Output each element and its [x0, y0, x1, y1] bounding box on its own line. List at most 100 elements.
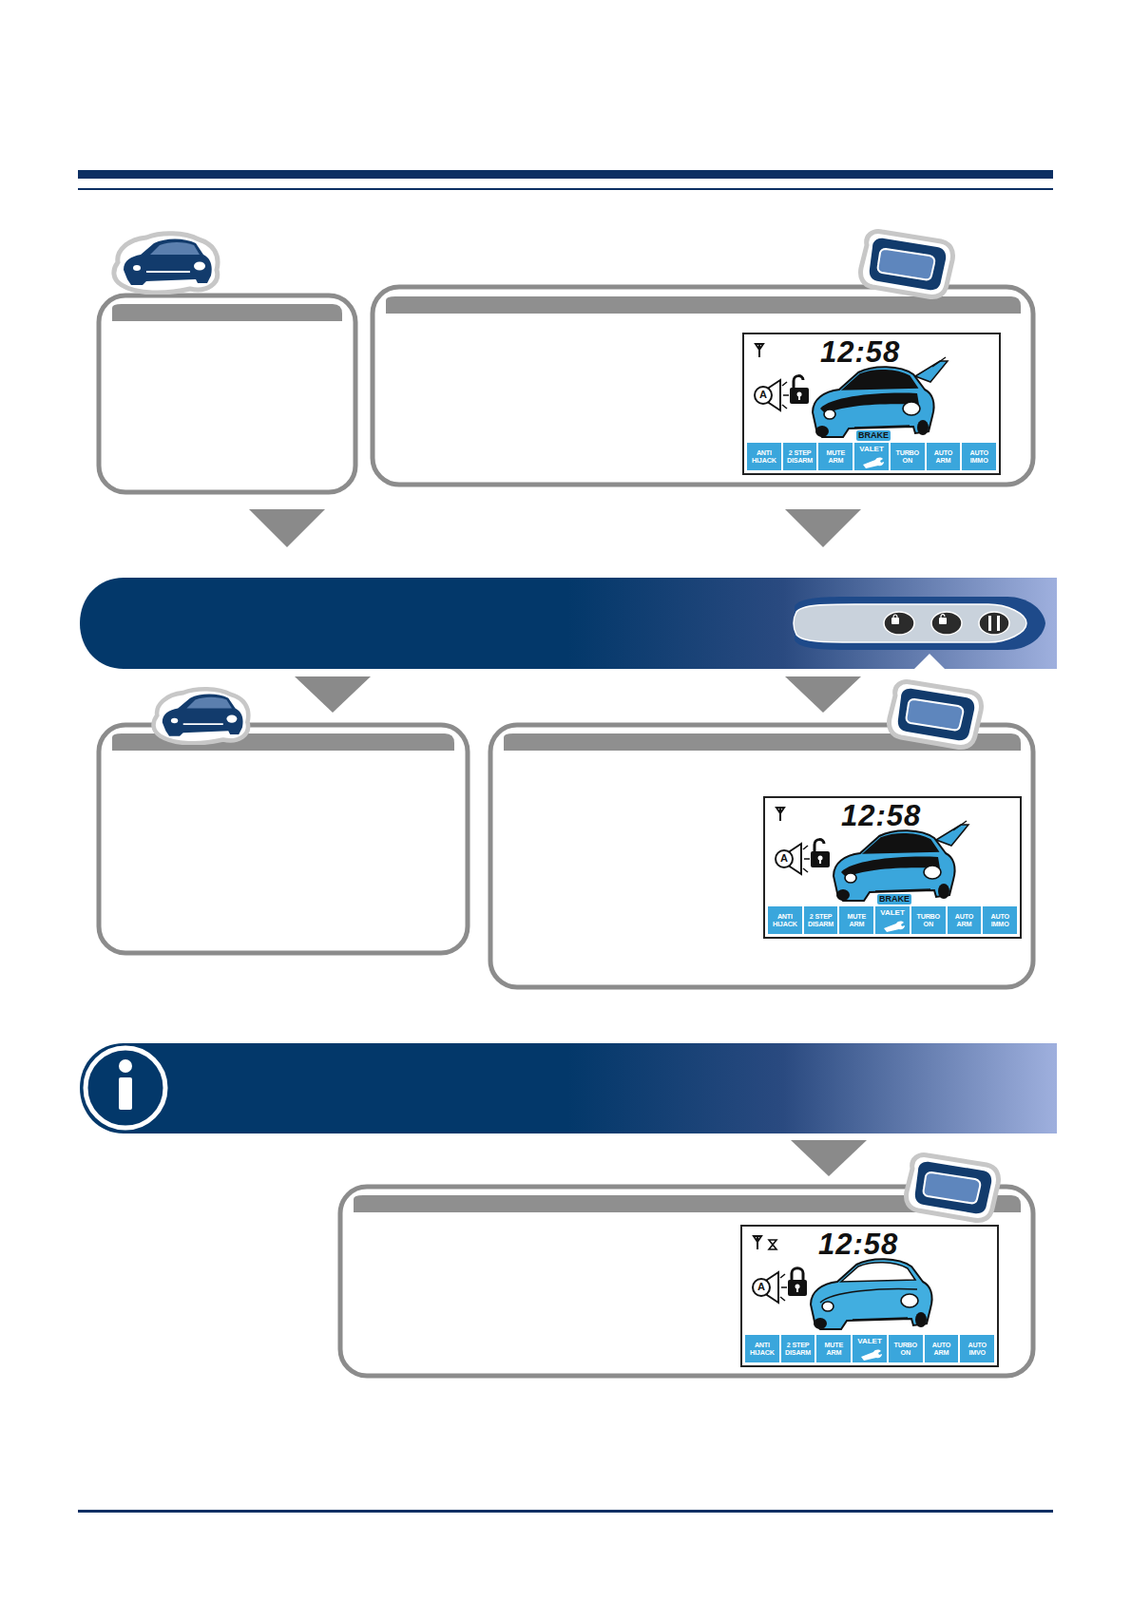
- step-panels-shape: [340, 1187, 1034, 1377]
- lcd-shape: [932, 357, 946, 367]
- lcd-shape: [810, 851, 830, 868]
- brake-indicator: BRAKE: [877, 894, 912, 905]
- status-cell: VALET: [852, 1335, 887, 1363]
- status-cell: 2 STEP DISARM: [783, 442, 818, 471]
- step-band-shape: [940, 613, 945, 618]
- info-band-shape: [85, 1048, 166, 1129]
- step-band-shape: [988, 615, 992, 632]
- status-cell: ANTI HIJACK: [747, 442, 782, 471]
- flow-arrows-shape: [790, 1140, 867, 1177]
- lcd-shape: [915, 361, 948, 383]
- step-band: [79, 577, 1057, 670]
- step-panels-shape: [98, 295, 356, 493]
- status-label: ANTI HIJACK: [767, 913, 803, 929]
- car-icons-shape: [153, 689, 250, 744]
- lcd-shape: [843, 370, 918, 390]
- status-label: VALET: [857, 1338, 882, 1347]
- lcd-shape: [810, 1259, 933, 1330]
- step-band-shape: [931, 612, 962, 635]
- lcd-shape: [764, 797, 1021, 939]
- lcd-shape: [789, 387, 809, 404]
- remote-icons-shape: [861, 231, 954, 298]
- status-label: ANTI HIJACK: [747, 449, 782, 465]
- status-cell: AUTO IMMO: [982, 906, 1017, 935]
- wrench-shape: [861, 1350, 882, 1362]
- clock-display: 12:58: [820, 337, 901, 367]
- flow-arrows-shape: [249, 509, 326, 548]
- lcd-shape: [852, 1318, 908, 1321]
- car-icons-shape: [114, 233, 218, 293]
- step-band-shape: [939, 617, 947, 625]
- lcd-shape: [923, 865, 941, 880]
- lcd-shape: [824, 409, 836, 420]
- status-cell: VALET: [854, 442, 889, 471]
- footer-rule-shape: [77, 1510, 1054, 1514]
- brake-indicator: BRAKE: [856, 430, 891, 441]
- footer-rule: [77, 1510, 1054, 1514]
- status-label: AUTO IMMO: [961, 449, 997, 465]
- lcd-shape: [752, 1279, 770, 1297]
- info-band: [79, 1043, 1057, 1134]
- status-label: 2 STEP DISARM: [783, 449, 818, 465]
- lcd-shape: [841, 857, 940, 879]
- step-band-shape: [978, 612, 1010, 635]
- status-cell: 2 STEP DISARM: [781, 1335, 816, 1363]
- lcd-shape: [755, 344, 764, 358]
- siren-letter: A: [759, 389, 767, 401]
- status-label: AUTO ARM: [924, 1341, 959, 1358]
- lcd-shape: [768, 1240, 777, 1250]
- status-label: TURBO ON: [888, 1341, 923, 1358]
- lcd-shape: [798, 395, 801, 401]
- lcd-shape: [743, 333, 1000, 475]
- clock-display: 12:58: [818, 1229, 899, 1260]
- step-band-shape: [883, 612, 915, 635]
- lcd-shape: [833, 830, 956, 901]
- status-cell: MUTE ARM: [839, 906, 874, 935]
- lcd-shape: [902, 402, 921, 416]
- step-band-shape: [996, 615, 1000, 632]
- header-rule: [77, 170, 1054, 191]
- lcd-shape: [791, 1268, 804, 1281]
- step-panels: [98, 287, 1034, 1377]
- status-cell: TURBO ON: [911, 906, 946, 935]
- status-cell: 2 STEP DISARM: [804, 906, 839, 935]
- status-cell: AUTO ARM: [947, 906, 982, 935]
- lcd-shape: [741, 1226, 998, 1367]
- lcd-shape: [953, 821, 967, 831]
- status-cell: TURBO ON: [890, 442, 925, 471]
- status-label: TURBO ON: [911, 913, 946, 929]
- lcd-shape: [844, 873, 857, 883]
- status-cell: MUTE ARM: [818, 442, 853, 471]
- step-band-shape: [793, 604, 1027, 643]
- lcd-shape: [841, 1263, 916, 1283]
- status-row: ANTI HIJACK2 STEP DISARMMUTE ARMVALETTUR…: [745, 1335, 995, 1363]
- remote-icons-shape: [889, 682, 982, 748]
- lcd-shape: [782, 382, 789, 409]
- lcd-shape: [776, 807, 785, 822]
- lcd-shape: [803, 845, 810, 873]
- lcd-shape: [815, 425, 829, 438]
- wrench-shape: [862, 458, 884, 469]
- lcd-shape: [814, 840, 825, 852]
- lcd-shape: [822, 1302, 834, 1312]
- lcd-shape: [754, 386, 772, 404]
- status-cell: ANTI HIJACK: [767, 906, 803, 935]
- status-row: ANTI HIJACK2 STEP DISARMMUTE ARMVALETTUR…: [747, 442, 997, 471]
- step-panels-shape: [98, 725, 468, 954]
- status-cell: MUTE ARM: [816, 1335, 851, 1363]
- status-label: MUTE ARM: [816, 1341, 851, 1358]
- status-cell: AUTO ARM: [926, 442, 961, 471]
- step-panels-shape: [385, 296, 1021, 314]
- lcd-shape: [875, 889, 931, 892]
- lcd-shape: [787, 1280, 807, 1297]
- siren-letter: A: [780, 853, 788, 864]
- header-rule-shape: [77, 170, 1054, 179]
- step-band-shape: [79, 577, 1057, 670]
- flow-arrows-shape: [294, 676, 371, 713]
- lcd-shape: [938, 883, 950, 900]
- step-panels-shape: [112, 304, 343, 322]
- status-cell: AUTO IMMO: [961, 442, 997, 471]
- lcd-screen: 12:58ABRAKEANTI HIJACK2 STEP DISARMMUTE …: [742, 332, 1001, 476]
- lcd-shape: [753, 1236, 762, 1250]
